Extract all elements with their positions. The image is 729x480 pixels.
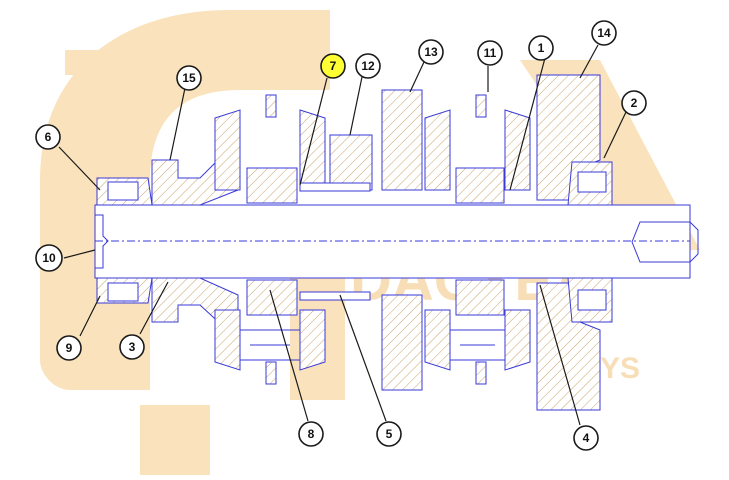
svg-text:8: 8 xyxy=(308,427,315,441)
main-shaft xyxy=(94,204,699,279)
leader-12 xyxy=(349,76,363,136)
sleeve-2-tooth-upper xyxy=(475,94,487,118)
svg-text:9: 9 xyxy=(66,341,73,355)
callout-4[interactable]: 4 xyxy=(573,425,599,451)
leader-15 xyxy=(169,87,186,161)
svg-text:5: 5 xyxy=(386,427,393,441)
spacer-lower xyxy=(299,291,371,301)
svg-text:2: 2 xyxy=(631,96,638,110)
right-roller-upper xyxy=(577,171,607,193)
synchro-hub-2-lower-left xyxy=(424,309,451,371)
svg-text:14: 14 xyxy=(597,26,611,40)
synchro-hub-upper-right xyxy=(299,109,326,191)
callout-11[interactable]: 11 xyxy=(477,40,503,66)
shaft-left-nose xyxy=(95,214,109,269)
shaft-spline-end xyxy=(631,221,699,263)
needle-cage-lower-left xyxy=(239,329,301,361)
gear-13-upper xyxy=(381,89,423,191)
leader-1 xyxy=(509,57,546,191)
left-roller-upper xyxy=(107,181,139,201)
leader-14 xyxy=(579,44,599,79)
leader-4 xyxy=(539,284,581,426)
right-bearing-assembly xyxy=(567,161,613,323)
leader-6 xyxy=(58,146,101,191)
callouts: 1 2 3 4 5 6 7 8 xyxy=(35,20,647,451)
synchro-hub-2-upper-right xyxy=(504,109,531,191)
leader-2 xyxy=(603,111,627,159)
needle-bearing-2-lower xyxy=(455,279,505,316)
needle-cage-lower-right xyxy=(449,329,506,361)
svg-text:10: 10 xyxy=(42,251,56,265)
svg-text:15: 15 xyxy=(182,71,196,85)
synchro-hub-2-upper-left xyxy=(424,109,451,191)
callout-2[interactable]: 2 xyxy=(621,90,647,116)
callout-13[interactable]: 13 xyxy=(418,39,444,65)
callout-8[interactable]: 8 xyxy=(298,421,324,447)
sleeve-tooth-upper xyxy=(265,94,277,118)
watermark-bar-2 xyxy=(140,405,210,475)
leader-7 xyxy=(299,77,328,186)
leader-5 xyxy=(339,294,387,422)
synchro-hub-lower-right xyxy=(299,309,326,371)
watermark-bar-1 xyxy=(65,50,125,75)
callout-1[interactable]: 1 xyxy=(528,35,554,61)
callout-15[interactable]: 15 xyxy=(176,65,202,91)
spacer-upper xyxy=(299,182,371,192)
leader-8 xyxy=(269,289,309,422)
callout-6[interactable]: 6 xyxy=(35,124,61,150)
flange-hub-lower xyxy=(151,277,239,342)
leader-9 xyxy=(79,295,101,337)
svg-text:3: 3 xyxy=(129,340,136,354)
sleeve-tooth-lower xyxy=(265,361,277,385)
svg-text:6: 6 xyxy=(45,130,52,144)
svg-text:12: 12 xyxy=(361,59,375,73)
left-bearing-assembly xyxy=(96,177,153,304)
synchro-hub-upper-left xyxy=(214,109,241,191)
right-roller-lower xyxy=(577,289,607,311)
leader-10 xyxy=(63,249,96,259)
callout-5[interactable]: 5 xyxy=(376,421,402,447)
gear-12-body xyxy=(329,134,373,191)
gear-set-right xyxy=(424,94,531,385)
leader-3 xyxy=(139,281,169,335)
callout-12[interactable]: 12 xyxy=(355,53,381,79)
svg-text:7: 7 xyxy=(330,59,337,73)
needle-bearing-upper xyxy=(246,167,298,204)
callout-14[interactable]: 14 xyxy=(591,20,617,46)
callout-3[interactable]: 3 xyxy=(119,334,145,360)
watermark-text-sub: YS xyxy=(600,352,640,385)
svg-text:1: 1 xyxy=(538,41,545,55)
callout-9[interactable]: 9 xyxy=(56,335,82,361)
gear-13-lower xyxy=(381,294,423,391)
sleeve-2-tooth-lower xyxy=(475,361,487,385)
leader-13 xyxy=(409,61,425,93)
svg-text:11: 11 xyxy=(484,46,497,60)
shaft-body xyxy=(94,204,691,279)
synchro-hub-lower-left xyxy=(214,309,241,371)
callout-10[interactable]: 10 xyxy=(35,244,63,272)
needle-bearing-2-upper xyxy=(455,167,505,204)
left-roller-lower xyxy=(107,282,139,302)
callout-7[interactable]: 7 xyxy=(320,53,346,79)
synchro-hub-2-lower-right xyxy=(504,309,531,371)
gear-13 xyxy=(381,89,423,391)
svg-text:4: 4 xyxy=(583,431,590,445)
leader-lines xyxy=(58,44,627,426)
svg-text:13: 13 xyxy=(424,45,438,59)
